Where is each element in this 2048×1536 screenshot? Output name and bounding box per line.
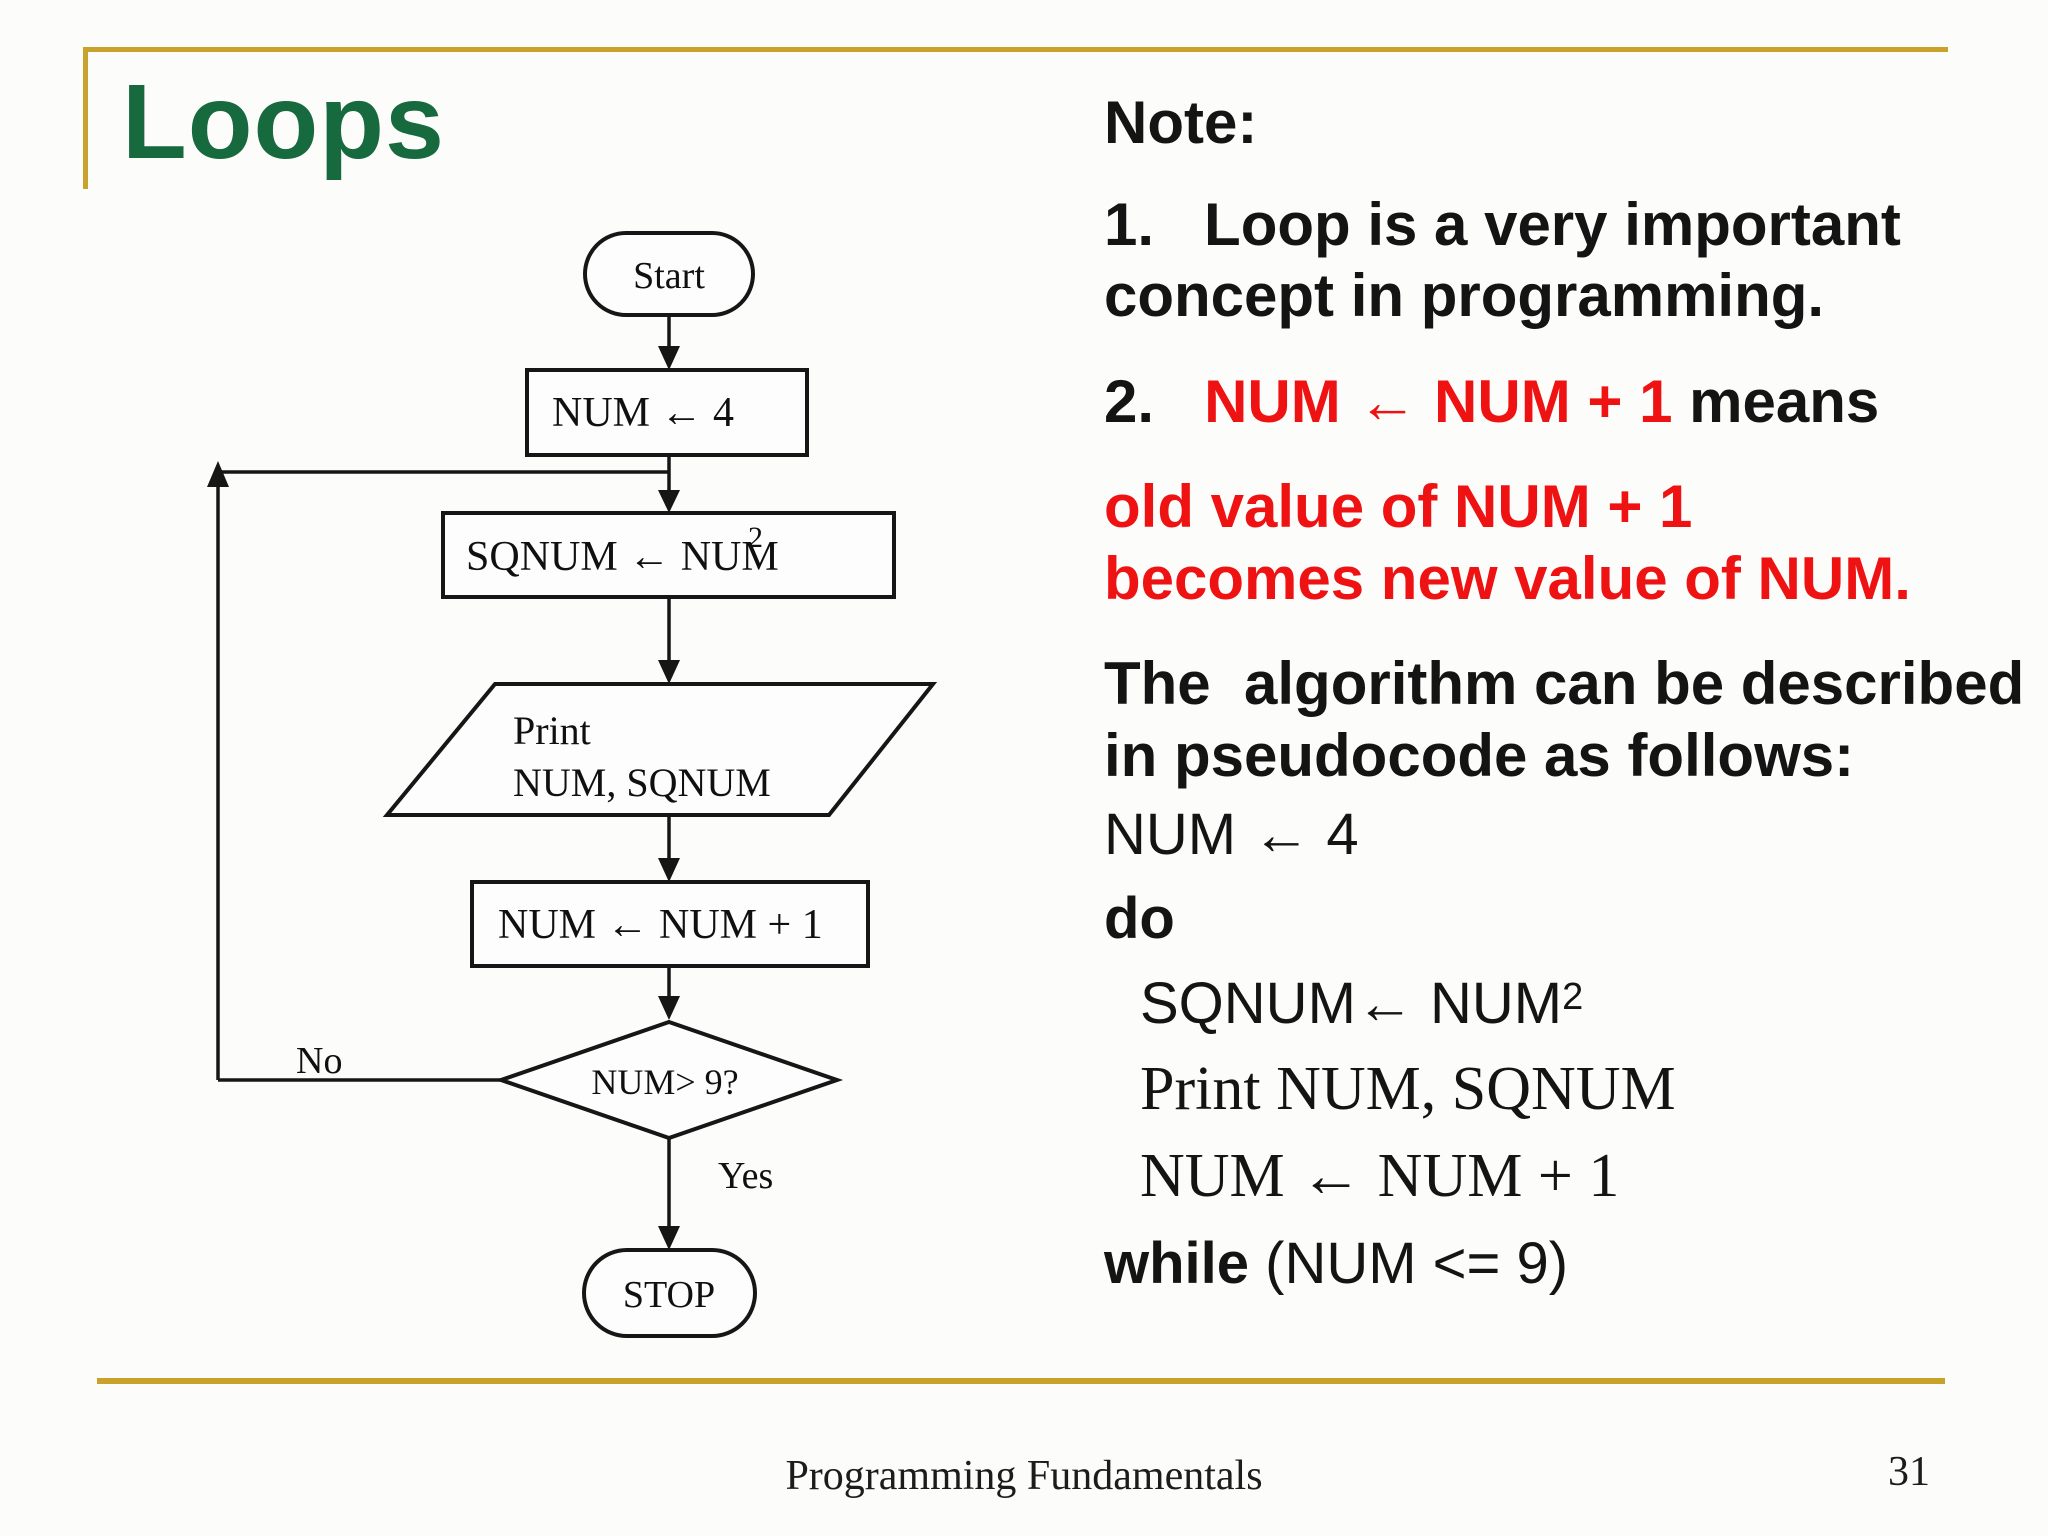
top-accent-rule xyxy=(83,47,1948,52)
increment-label: NUM ← NUM + 1 xyxy=(498,902,823,948)
left-accent-rule xyxy=(83,47,88,189)
note-item2-number: 2. xyxy=(1104,368,1205,435)
arrowhead-icon xyxy=(658,660,680,684)
arrowhead-icon xyxy=(658,996,680,1020)
increment-process-box xyxy=(470,880,870,968)
stop-terminator xyxy=(582,1248,757,1338)
pseudocode-increment-line: NUM ← NUM + 1 xyxy=(1140,1142,1620,1210)
arrowhead-icon xyxy=(658,1226,680,1250)
algorithm-intro-line2: in pseudocode as follows: xyxy=(1104,722,1855,789)
print-io-parallelogram xyxy=(382,682,938,817)
print-label-line1: Print xyxy=(513,708,591,753)
init-label: NUM ← 4 xyxy=(552,390,734,436)
yes-branch-label: Yes xyxy=(718,1155,773,1197)
footer-course-title: Programming Fundamentals xyxy=(785,1453,1263,1499)
pseudocode-while-keyword: while xyxy=(1104,1231,1250,1296)
arrowhead-icon xyxy=(658,490,680,513)
note-item1-line2: concept in programming. xyxy=(1104,262,1825,329)
start-terminator xyxy=(583,231,755,317)
red-explanation-line2: becomes new value of NUM. xyxy=(1104,545,1911,612)
pseudocode-print-line: Print NUM, SQNUM xyxy=(1140,1055,1676,1123)
pseudocode-while-condition: (NUM <= 9) xyxy=(1249,1231,1569,1296)
note-heading: Note: xyxy=(1104,89,1258,156)
decision-label: NUM> 9? xyxy=(591,1062,738,1102)
bottom-accent-rule xyxy=(97,1378,1945,1384)
pseudocode-do-keyword: do xyxy=(1104,886,1175,951)
note-item1-line1: 1. Loop is a very important xyxy=(1104,191,1901,258)
note-item2-suffix: means xyxy=(1672,368,1880,435)
decision-diamond xyxy=(494,1019,844,1141)
page-title: Loops xyxy=(122,63,445,181)
note-item2-line: 2. NUM ← NUM + 1 means xyxy=(1104,372,1879,432)
square-process-box xyxy=(441,511,896,599)
arrowhead-up-icon xyxy=(207,461,229,487)
square-label-superscript: 2 xyxy=(748,521,763,554)
no-branch-label: No xyxy=(296,1040,342,1082)
stop-label: STOP xyxy=(623,1274,715,1316)
pseudocode-assign-line: NUM ← 4 xyxy=(1104,802,1359,867)
pseudocode-square-superscript: 2 xyxy=(1562,976,1584,1018)
init-process-box xyxy=(525,368,809,457)
pseudocode-while-line: while (NUM <= 9) xyxy=(1104,1235,1568,1293)
algorithm-intro-line1: The algorithm can be described xyxy=(1104,650,2025,717)
footer-page-number: 31 xyxy=(1888,1449,1930,1495)
red-explanation-line1: old value of NUM + 1 xyxy=(1104,473,1693,540)
pseudocode-square-main: SQNUM← NUM xyxy=(1140,971,1563,1036)
print-label-line2: NUM, SQNUM xyxy=(513,760,771,805)
start-label: Start xyxy=(633,255,705,297)
pseudocode-square-line: SQNUM← NUM2 xyxy=(1140,975,1583,1033)
note-item2-red-expression: NUM ← NUM + 1 xyxy=(1204,368,1673,435)
arrowhead-icon xyxy=(658,858,680,882)
arrowhead-icon xyxy=(658,346,680,370)
square-label: SQNUM ← NUM xyxy=(466,534,779,580)
